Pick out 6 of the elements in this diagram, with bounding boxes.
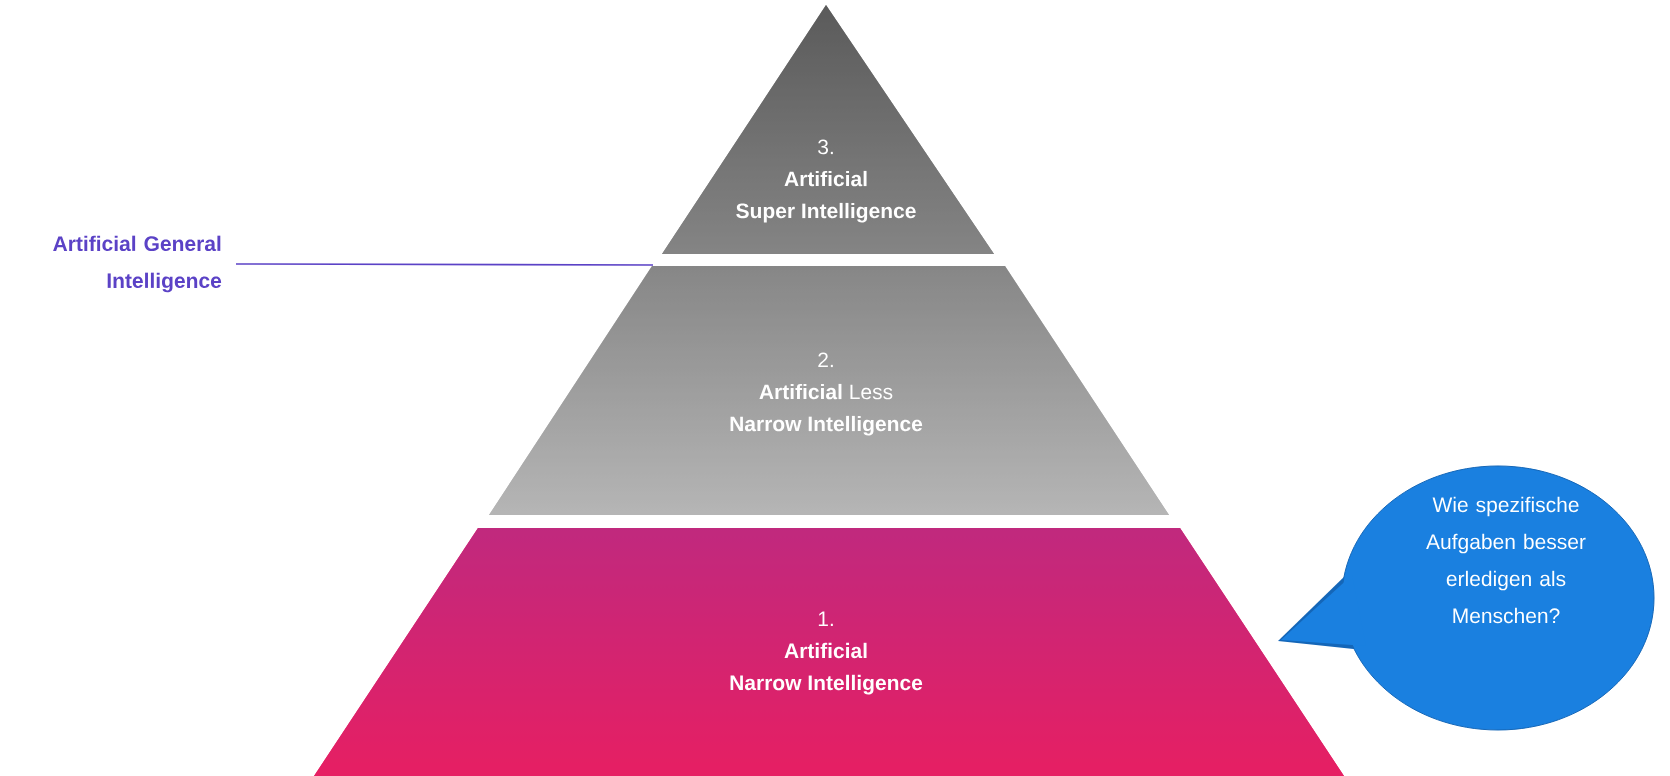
- speech-bubble: Wie spezifische Aufgaben besser erledigen als Menschen?: [1278, 465, 1655, 731]
- pyramid-tier: 2. Artificial Less Narrow Intelligence: [489, 266, 1169, 515]
- side-label: Artificial General Intelligence: [53, 235, 222, 293]
- pyramid-tier: 3. Artificial Super Intelligence: [662, 5, 994, 254]
- pyramid-tier: 1. Artificial Narrow Intelligence: [314, 528, 1344, 776]
- leader-line: [235, 263, 654, 266]
